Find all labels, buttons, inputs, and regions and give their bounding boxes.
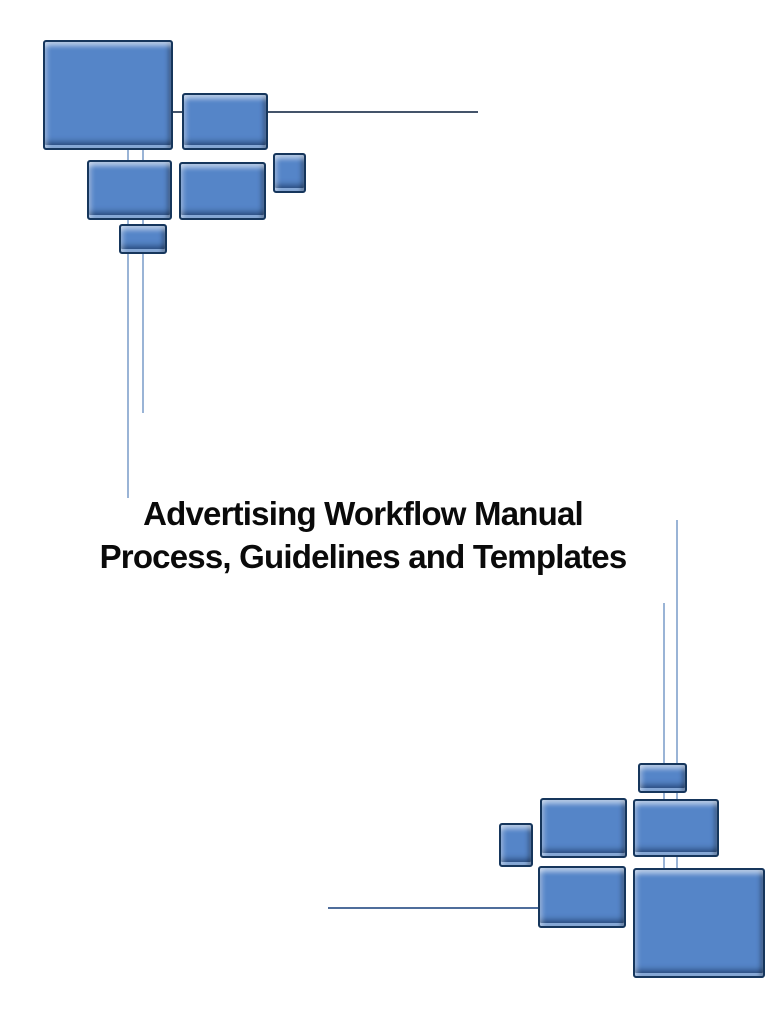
decor-block-row1-right [182, 93, 268, 150]
decor-block-small [638, 763, 687, 793]
decor-block-row2-right [179, 162, 266, 220]
decor-block-row3-left [538, 866, 626, 928]
decor-block-small-square [273, 153, 306, 193]
page-title: Advertising Workflow Manual Process, Gui… [33, 492, 693, 578]
decor-block-row2-right [633, 799, 719, 857]
decor-block-small [119, 224, 167, 254]
connector-horizontal-top [172, 111, 478, 113]
connector-vertical-right-short [663, 603, 665, 868]
connector-vertical-left-short [142, 150, 144, 413]
decor-block-small-square [499, 823, 533, 867]
decor-block-large [43, 40, 173, 150]
decor-block-row2-left [540, 798, 627, 858]
decor-block-large [633, 868, 765, 978]
connector-vertical-left-long [127, 150, 129, 498]
connector-horizontal-bottom [328, 907, 538, 909]
title-line-1: Advertising Workflow Manual [143, 495, 584, 532]
title-line-2: Process, Guidelines and Templates [99, 538, 628, 575]
connector-vertical-right-long [676, 520, 678, 868]
decor-block-row2-left [87, 160, 172, 220]
